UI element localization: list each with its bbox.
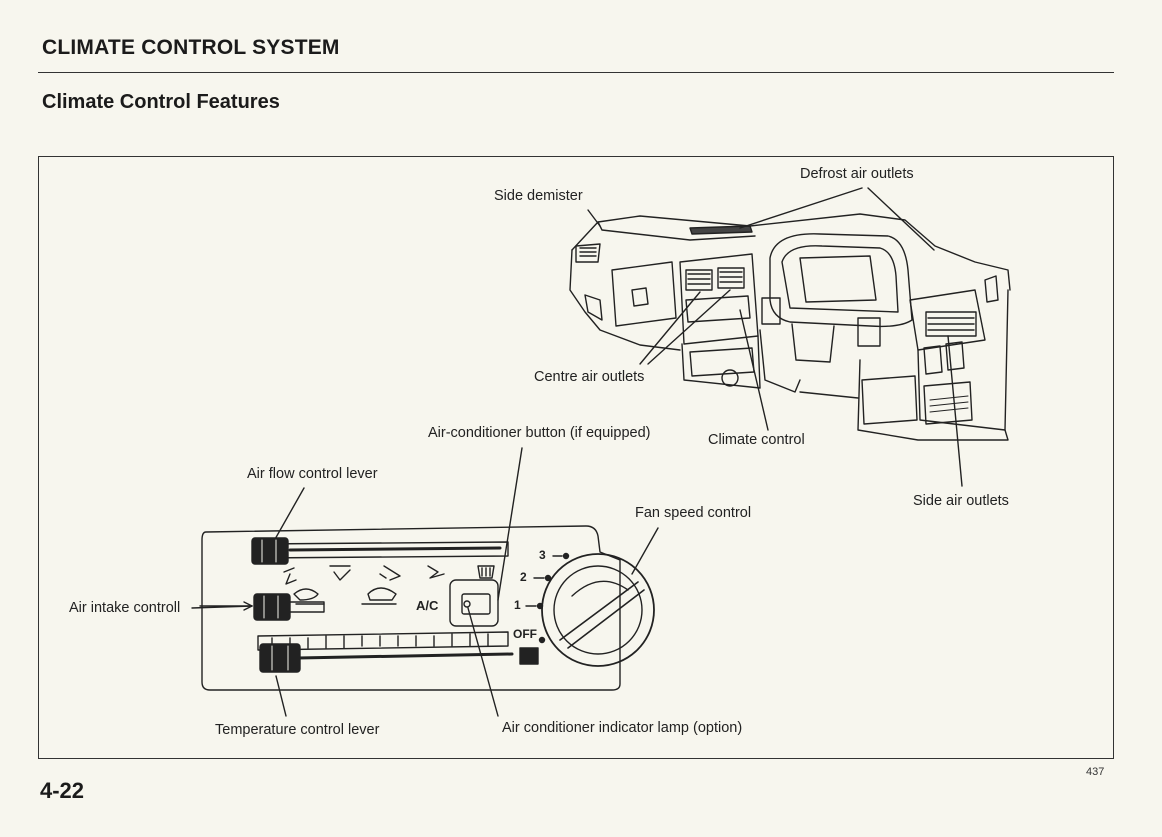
air-flow-lever-label: Air flow control lever bbox=[247, 466, 378, 482]
ac-indicator-lamp-label: Air conditioner indicator lamp (option) bbox=[502, 720, 743, 736]
ac-marking: A/C bbox=[416, 598, 439, 613]
page-number: 4-22 bbox=[40, 778, 85, 803]
subsection-title: Climate Control Features bbox=[42, 91, 280, 113]
fan-off-marking: OFF bbox=[513, 627, 537, 641]
section-title: CLIMATE CONTROL SYSTEM bbox=[42, 36, 340, 59]
fan-speed-1-marking: 1 bbox=[514, 598, 521, 612]
temperature-lever-label: Temperature control lever bbox=[215, 722, 380, 738]
fan-speed-2-marking: 2 bbox=[520, 570, 527, 584]
header-rule bbox=[38, 72, 1114, 73]
fan-speed-control-label: Fan speed control bbox=[635, 505, 752, 521]
side-demister-label: Side demister bbox=[494, 188, 583, 204]
climate-control-label: Climate control bbox=[708, 432, 805, 448]
air-intake-control-label: Air intake controll bbox=[69, 600, 181, 616]
fan-speed-3-marking: 3 bbox=[539, 548, 546, 562]
defrost-air-outlets-label: Defrost air outlets bbox=[800, 166, 914, 182]
ac-button-label: Air-conditioner button (if equipped) bbox=[428, 425, 651, 441]
figure-frame bbox=[38, 156, 1114, 759]
sheet-number: 437 bbox=[1086, 766, 1105, 778]
control-panel-drawing bbox=[199, 525, 655, 691]
side-air-outlets-label: Side air outlets bbox=[913, 493, 1009, 509]
centre-air-outlets-label: Centre air outlets bbox=[534, 369, 645, 385]
dashboard-drawing bbox=[569, 213, 1011, 441]
